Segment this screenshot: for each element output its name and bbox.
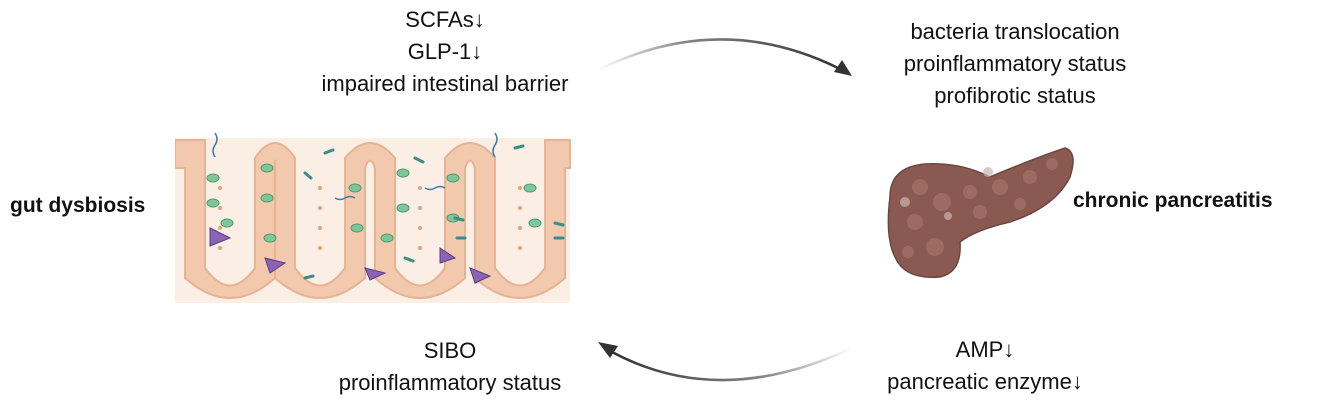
gut-dysbiosis-label: gut dysbiosis	[10, 194, 146, 217]
chronic-pancreatitis-label: chronic pancreatitis	[1073, 189, 1273, 212]
pancreas-deficits: AMP↓ pancreatic enzyme↓	[860, 334, 1110, 398]
outcome-proinflammatory: proinflammatory status	[338, 370, 562, 395]
arrowhead-bottom-icon	[598, 342, 618, 358]
effect-scfa: SCFAs↓	[405, 7, 485, 32]
effect-barrier: impaired intestinal barrier	[321, 71, 569, 96]
outcome-sibo: SIBO	[423, 338, 477, 363]
deficit-enzyme: pancreatic enzyme↓	[887, 369, 1083, 394]
pancreas-illustration	[887, 147, 1074, 279]
pancreas-effects: bacteria translocation proinflammatory s…	[860, 16, 1170, 112]
effect-proinflammatory: proinflammatory status	[903, 51, 1127, 76]
intestinal-villi-illustration	[175, 132, 571, 303]
effect-bacteria-translocation: bacteria translocation	[910, 19, 1120, 44]
effect-profibrotic: profibrotic status	[934, 83, 1096, 108]
gut-effects: SCFAs↓ GLP-1↓ impaired intestinal barrie…	[280, 4, 610, 100]
gut-outcomes: SIBO proinflammatory status	[300, 335, 600, 399]
arrowhead-top-icon	[834, 60, 852, 76]
deficit-amp: AMP↓	[955, 337, 1015, 362]
effect-glp1: GLP-1↓	[407, 39, 483, 64]
